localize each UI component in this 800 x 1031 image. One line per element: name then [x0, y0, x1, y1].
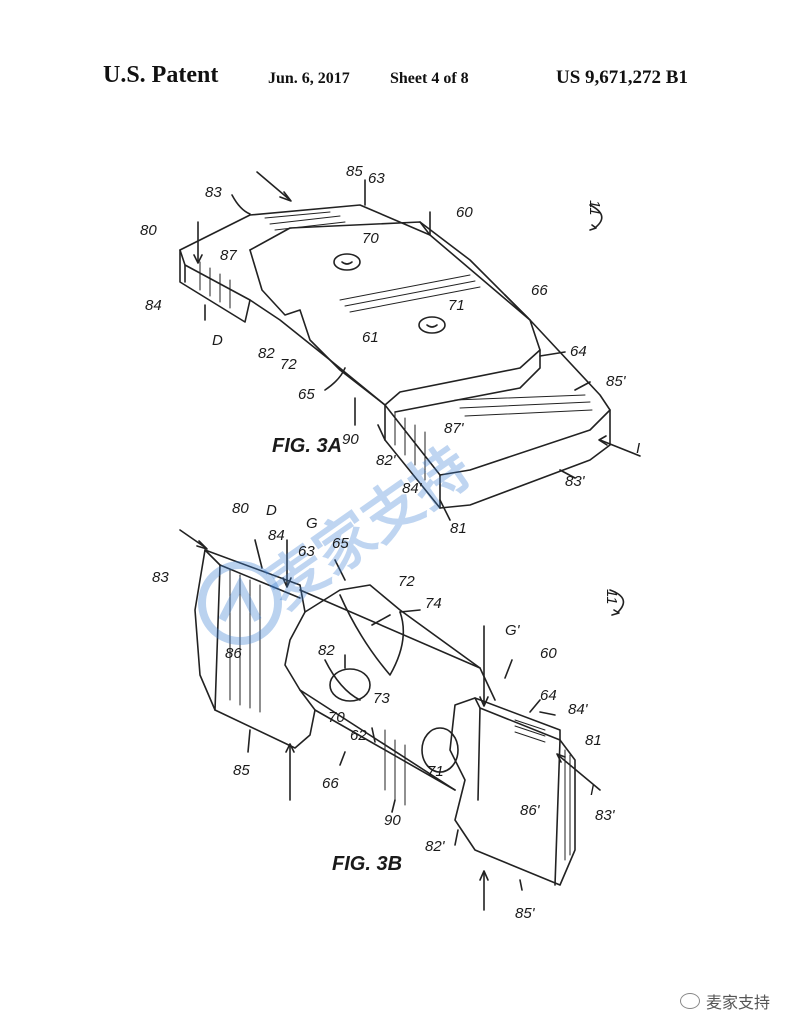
- fig-3a-labels: 80 83 85 63 60 11 87 70 84 66 71 D 61 82…: [140, 163, 640, 537]
- ref-label: 74: [425, 595, 442, 612]
- ref-label: D: [266, 502, 277, 519]
- ref-label: 70: [362, 230, 379, 247]
- ref-label: 83': [595, 807, 616, 824]
- ref-label: 62: [350, 727, 367, 744]
- ref-label: 86': [520, 802, 541, 819]
- ref-label: 82: [318, 642, 335, 659]
- fig-3b-labels: 80 D 84 G 63 65 83 72 74 11 86 82 G' 60 …: [152, 500, 620, 922]
- ref-label: 83: [205, 184, 222, 201]
- ref-label: 84: [268, 527, 285, 544]
- ref-label: 85': [515, 905, 536, 922]
- ref-label: 65: [298, 386, 315, 403]
- ref-label: 85': [606, 373, 627, 390]
- ref-label: 64: [540, 687, 557, 704]
- ref-label: 90: [384, 812, 401, 829]
- footer-text: 麦家支持: [705, 993, 770, 1012]
- ref-label: 82': [425, 838, 446, 855]
- ref-label: 83: [152, 569, 169, 586]
- ref-label: 63: [368, 170, 385, 187]
- ref-label: 71: [427, 763, 444, 780]
- ref-label: 90: [342, 431, 359, 448]
- ref-label: G': [505, 622, 521, 639]
- ref-label: 61: [362, 329, 379, 346]
- wechat-icon: [679, 993, 700, 1009]
- ref-label: 87': [444, 420, 465, 437]
- ref-label: 60: [540, 645, 557, 662]
- ref-label: 73: [373, 690, 390, 707]
- patent-title: U.S. Patent: [103, 62, 219, 88]
- ref-label: 86: [225, 645, 242, 662]
- ref-label: 65: [332, 535, 349, 552]
- ref-label: 80: [140, 222, 157, 239]
- ref-label: 84': [568, 701, 589, 718]
- ref-label: 82': [376, 452, 397, 469]
- ref-label: I: [590, 782, 594, 799]
- ref-label: 81: [585, 732, 602, 749]
- ref-label: I: [636, 440, 640, 457]
- ref-label: 11: [586, 200, 603, 216]
- patent-number: US 9,671,272 B1: [556, 67, 688, 88]
- fig-3a-caption: FIG. 3A: [272, 435, 342, 457]
- sheet-number: Sheet 4 of 8: [390, 70, 469, 87]
- ref-label: 11: [603, 589, 620, 605]
- ref-label: 60: [456, 204, 473, 221]
- ref-label: 80: [232, 500, 249, 517]
- ref-label: 81: [450, 520, 467, 537]
- ref-label: 72: [398, 573, 415, 590]
- ref-label: 66: [322, 775, 339, 792]
- watermark-text: 麦家支持: [254, 433, 483, 622]
- ref-label: D: [212, 332, 223, 349]
- ref-label: 85: [346, 163, 363, 180]
- fig-3b-caption: FIG. 3B: [332, 853, 402, 875]
- ref-label: 82: [258, 345, 275, 362]
- ref-label: 85: [233, 762, 250, 779]
- fig-3b-drawing: [179, 529, 625, 911]
- ref-label: 64: [570, 343, 587, 360]
- ref-label: 84': [402, 480, 423, 497]
- fig-3a-drawing: [179, 171, 641, 521]
- ref-label: 70: [328, 709, 345, 726]
- ref-label: 71: [448, 297, 465, 314]
- footer-attribution: 麦家支持: [679, 989, 770, 1013]
- watermark: [198, 561, 282, 645]
- ref-label: 66: [531, 282, 548, 299]
- ref-label: 63: [298, 543, 315, 560]
- ref-label: G: [306, 515, 318, 532]
- ref-label: 87: [220, 247, 237, 264]
- patent-date: Jun. 6, 2017: [268, 70, 350, 87]
- ref-label: 72: [280, 356, 297, 373]
- ref-label: 84: [145, 297, 162, 314]
- ref-label: 83': [565, 473, 586, 490]
